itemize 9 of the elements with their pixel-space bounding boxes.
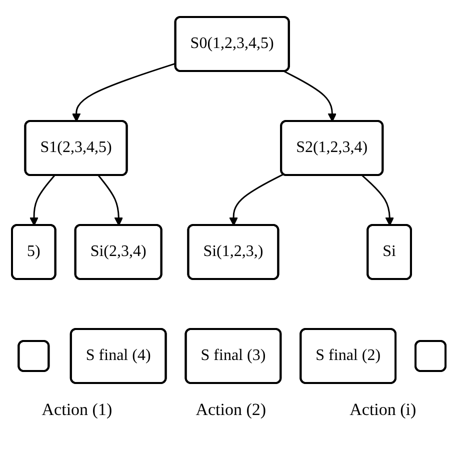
arrow — [229, 174, 284, 226]
arrow — [98, 175, 124, 226]
arrow — [72, 62, 176, 122]
arrow — [30, 175, 56, 226]
action-label: Action (i) — [350, 400, 416, 420]
action-label: Action (2) — [196, 400, 266, 420]
action-label: Action (1) — [42, 400, 112, 420]
arrow — [284, 70, 337, 122]
arrow — [362, 174, 394, 226]
